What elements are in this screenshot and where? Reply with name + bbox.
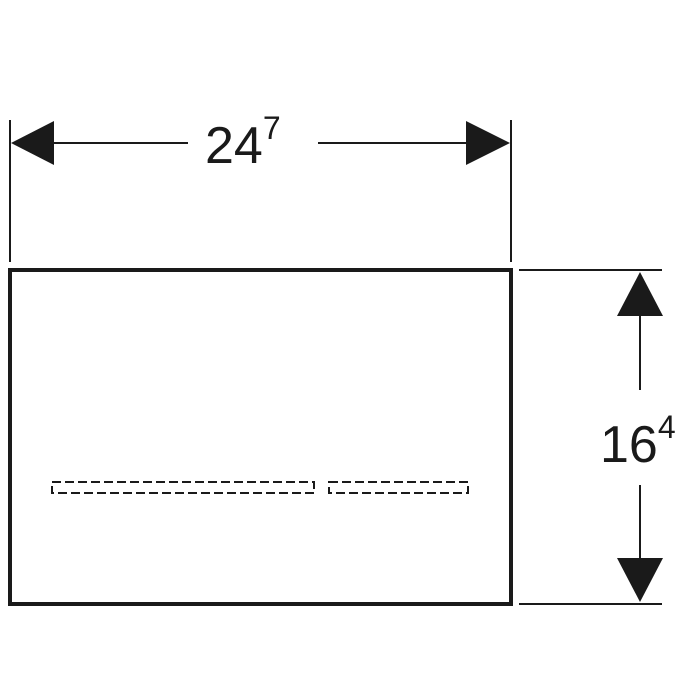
width-arrow-right-icon	[466, 121, 510, 165]
plate-outline	[8, 268, 513, 606]
flush-slot-large	[51, 481, 315, 494]
height-arrow-up-icon	[617, 272, 663, 316]
height-label: 164	[600, 409, 676, 474]
width-arrow-left-icon	[11, 121, 54, 165]
flush-slot-small	[328, 481, 469, 494]
height-arrow-down-icon	[617, 558, 663, 602]
width-label: 247	[205, 110, 281, 175]
